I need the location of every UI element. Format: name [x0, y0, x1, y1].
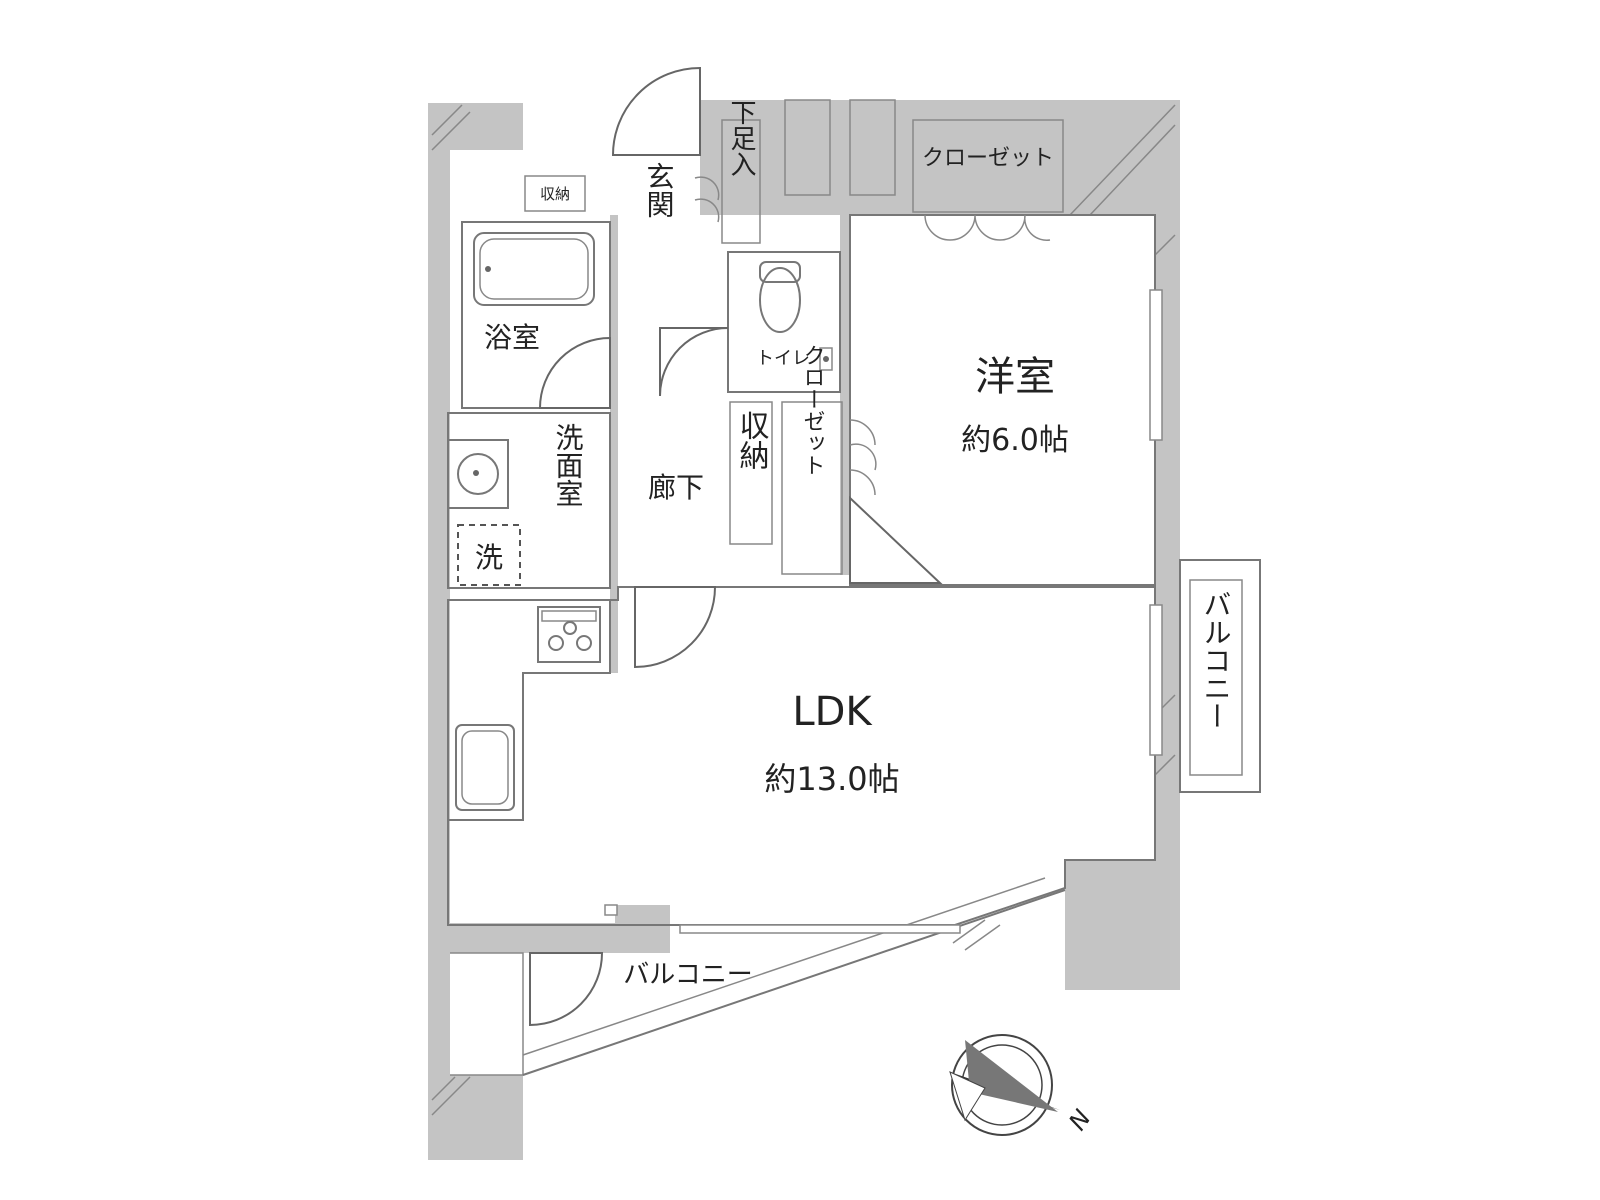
doors — [529, 66, 1051, 1027]
compass-icon — [949, 1034, 1060, 1136]
ldk-floor — [447, 586, 1156, 926]
windows — [604, 289, 1163, 934]
washer-label: 洗 — [475, 541, 503, 574]
closet-top-label: クローゼット — [922, 146, 1054, 171]
hallway-label: 廊下 — [648, 471, 704, 504]
ldk-name: LDK — [792, 689, 873, 735]
western-room-floor — [849, 214, 1156, 586]
walls — [428, 100, 1180, 1160]
storage-small-area — [524, 175, 586, 212]
entrance-label: 玄関 — [643, 162, 676, 218]
bath-label: 浴室 — [484, 321, 540, 354]
western-room-name: 洋室 — [975, 354, 1055, 400]
balcony-right-label: バルコニー — [1200, 590, 1233, 730]
storage-hall-area — [729, 401, 773, 545]
kitchen-sink — [455, 724, 515, 811]
stove — [537, 606, 601, 663]
toilet-label: トイレ — [756, 348, 810, 369]
sink — [447, 439, 509, 509]
toilet-area — [727, 251, 841, 393]
closet-mid-label: クローゼット — [800, 344, 825, 476]
balcony-bottom-label: バルコニー — [623, 960, 752, 990]
shoe-cabinet-area — [721, 119, 761, 244]
washroom-label: 洗面室 — [552, 423, 585, 507]
washer-space — [457, 524, 521, 586]
western-room-area: 約6.0帖 — [961, 423, 1069, 458]
shoe-cabinet-label: 下足入 — [726, 99, 756, 177]
closet-top-area — [912, 119, 1064, 213]
bottom-balcony — [450, 877, 1066, 1076]
right-balcony — [1179, 559, 1261, 793]
closet-mid-area — [781, 401, 843, 575]
bath-area — [461, 221, 611, 409]
storage-hall-label: 収納 — [734, 410, 770, 470]
compass-north-label: N — [1063, 1105, 1096, 1136]
ldk-area: 約13.0帖 — [764, 760, 899, 798]
kitchen-counter — [447, 599, 611, 821]
toilet-bowl — [759, 261, 833, 371]
storage-small-label: 収納 — [540, 185, 570, 203]
bathtub — [473, 232, 595, 306]
